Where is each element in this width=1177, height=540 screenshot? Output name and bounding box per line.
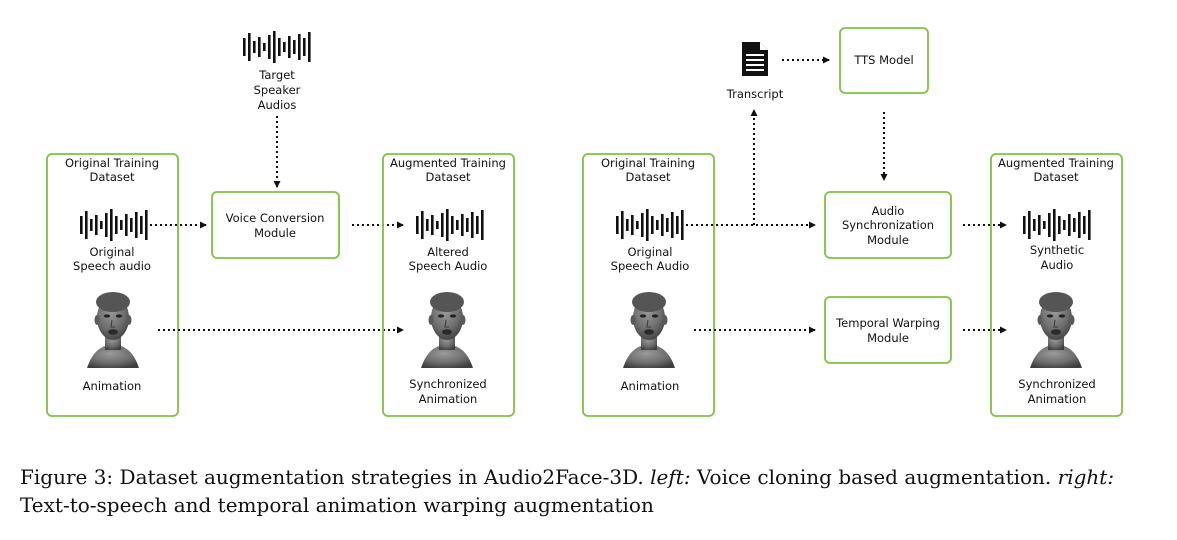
left-augmented-dataset-box: [382, 153, 515, 417]
left-original-dataset-box: [46, 153, 179, 417]
left-original-audio-label-1: Original: [89, 245, 134, 259]
right-original-dataset-subtitle: Dataset: [625, 170, 671, 184]
tts-model-box: [839, 27, 929, 94]
left-original-audio-label-2: Speech audio: [73, 259, 151, 273]
temporal-warping-box: [824, 296, 952, 364]
right-original-face-icon: [622, 291, 676, 369]
left-altered-audio-label-2: Speech Audio: [409, 259, 488, 273]
audio-sync-label-2: Synchronization: [842, 218, 934, 232]
audio-sync-label-3: Module: [867, 233, 909, 247]
transcript-document-icon: [742, 42, 768, 76]
diagram: Original Training Dataset Original Speec…: [46, 27, 1123, 417]
left-original-animation-label: Animation: [83, 379, 142, 393]
audio-sync-label-1: Audio: [872, 204, 905, 218]
transcript-label: Transcript: [726, 87, 784, 101]
right-augmented-dataset-box: [990, 153, 1123, 417]
left-altered-waveform-icon: [416, 209, 484, 241]
right-augmented-dataset-title: Augmented Training: [998, 156, 1114, 170]
left-original-face-icon: [86, 291, 140, 369]
right-original-waveform-icon: [616, 209, 684, 241]
right-original-audio-label-2: Speech Audio: [611, 259, 690, 273]
right-synchronized-face-icon: [1029, 291, 1083, 369]
target-speaker-waveform-icon: [243, 31, 311, 63]
caption-right-label: right:: [1057, 465, 1115, 489]
right-original-animation-label: Animation: [621, 379, 680, 393]
left-augmented-dataset-subtitle: Dataset: [425, 170, 471, 184]
voice-conversion-label-1: Voice Conversion: [226, 211, 325, 225]
voice-conversion-box: [211, 191, 340, 259]
left-synchronized-face-icon: [420, 291, 474, 369]
temporal-warping-label-1: Temporal Warping: [835, 316, 940, 330]
caption-right-text: Text-to-speech and temporal animation wa…: [20, 493, 654, 517]
caption-left-text: Voice cloning based augmentation.: [696, 465, 1052, 489]
voice-conversion-label-2: Module: [254, 226, 296, 240]
target-speaker-label-2: Speaker: [254, 83, 301, 97]
right-original-audio-label-1: Original: [627, 245, 672, 259]
temporal-warping-label-2: Module: [867, 331, 909, 345]
left-altered-audio-label-1: Altered: [427, 245, 469, 259]
left-original-dataset-subtitle: Dataset: [89, 170, 135, 184]
left-synchronized-label-1: Synchronized: [409, 377, 486, 391]
caption-left-label: left:: [650, 465, 691, 489]
target-speaker-label-3: Audios: [258, 98, 297, 112]
left-original-dataset-title: Original Training: [65, 156, 159, 170]
target-speaker-label-1: Target: [258, 68, 295, 82]
audio-sync-box: [824, 191, 952, 259]
caption-prefix: Figure 3: Dataset augmentation strategie…: [20, 465, 644, 489]
tts-model-label: TTS Model: [853, 53, 913, 67]
right-synthetic-audio-label-1: Synthetic: [1030, 243, 1084, 257]
right-synthetic-audio-label-2: Audio: [1041, 258, 1074, 272]
right-synchronized-label-2: Animation: [1028, 392, 1087, 406]
right-original-dataset-title: Original Training: [601, 156, 695, 170]
figure-caption: Figure 3: Dataset augmentation strategie…: [20, 463, 1165, 519]
left-augmented-dataset-title: Augmented Training: [390, 156, 506, 170]
left-original-waveform-icon: [80, 209, 148, 241]
right-synchronized-label-1: Synchronized: [1018, 377, 1095, 391]
left-synchronized-label-2: Animation: [419, 392, 478, 406]
right-original-dataset-box: [582, 153, 715, 417]
right-synthetic-waveform-icon: [1023, 209, 1091, 241]
right-augmented-dataset-subtitle: Dataset: [1033, 170, 1079, 184]
